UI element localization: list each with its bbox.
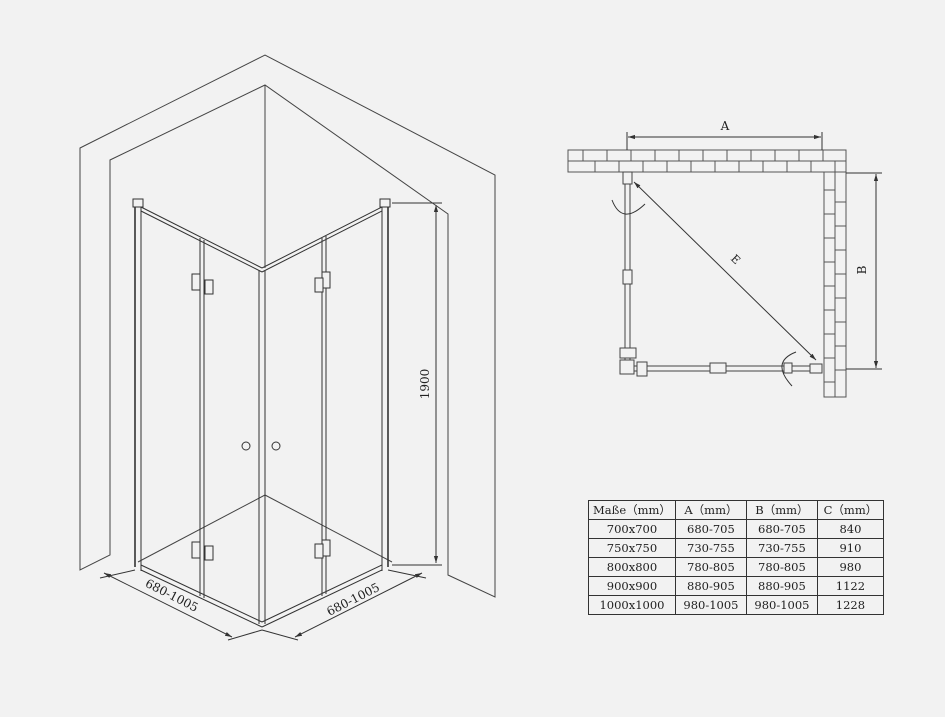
- table-cell: 880-905: [745, 576, 818, 596]
- top-brick-wall: [567, 149, 847, 173]
- plan-enclosure: [619, 171, 823, 377]
- table-row: 1000x1000 980-1005 980-1005 1228: [588, 595, 884, 615]
- diagonal-dimension: [633, 181, 817, 361]
- header-cell: Maße（mm）: [588, 500, 676, 520]
- table-cell: 800x800: [588, 557, 676, 577]
- table-cell: 840: [816, 519, 884, 539]
- table-cell: 730-755: [674, 538, 747, 558]
- height-label: 1900: [418, 369, 432, 400]
- floor-left-line: [137, 494, 266, 563]
- table-cell: 780-805: [745, 557, 818, 577]
- header-cell: C（mm）: [816, 500, 884, 520]
- table-cell: 700x700: [588, 519, 676, 539]
- table-cell: 680-705: [674, 519, 747, 539]
- hinge-icon: [191, 271, 331, 561]
- header-cell: A（mm）: [674, 500, 747, 520]
- table-row: 750x750 730-755 730-755 910: [588, 538, 884, 558]
- plan-label-diagonal: E: [728, 252, 743, 267]
- dimension-table: Maße（mm） A（mm） B（mm） C（mm） 700x700 680-7…: [588, 500, 884, 615]
- table-cell: 1228: [816, 595, 884, 615]
- left-width-label: 680-1005: [143, 576, 201, 615]
- width-dimensions: [99, 569, 427, 641]
- wall-outline: [79, 54, 496, 598]
- table-cell: 780-805: [674, 557, 747, 577]
- table-cell: 1122: [816, 576, 884, 596]
- table-row: 800x800 780-805 780-805 980: [588, 557, 884, 577]
- table-cell: 910: [816, 538, 884, 558]
- floor-right-line: [264, 494, 393, 563]
- plan-label-a: A: [720, 119, 730, 133]
- right-width-label: 680-1005: [324, 580, 382, 619]
- table-cell: 980: [816, 557, 884, 577]
- table-cell: 750x750: [588, 538, 676, 558]
- swing-arc-top: [611, 199, 646, 215]
- door-knob-icon: [241, 441, 281, 451]
- table-cell: 900x900: [588, 576, 676, 596]
- isometric-view: [79, 54, 496, 641]
- height-dimension: [392, 202, 442, 566]
- right-brick-wall: [823, 171, 847, 398]
- table-cell: 980-1005: [674, 595, 747, 615]
- table-header-row: Maße（mm） A（mm） B（mm） C（mm）: [588, 500, 884, 520]
- plan-label-b: B: [855, 265, 869, 274]
- header-cell: B（mm）: [745, 500, 818, 520]
- table-row: 700x700 680-705 680-705 840: [588, 519, 884, 539]
- shower-enclosure: [132, 198, 391, 628]
- table-cell: 730-755: [745, 538, 818, 558]
- table-row: 900x900 880-905 880-905 1122: [588, 576, 884, 596]
- plan-view: [567, 132, 882, 398]
- table-cell: 880-905: [674, 576, 747, 596]
- table-cell: 980-1005: [745, 595, 818, 615]
- table-cell: 1000x1000: [588, 595, 676, 615]
- table-cell: 680-705: [745, 519, 818, 539]
